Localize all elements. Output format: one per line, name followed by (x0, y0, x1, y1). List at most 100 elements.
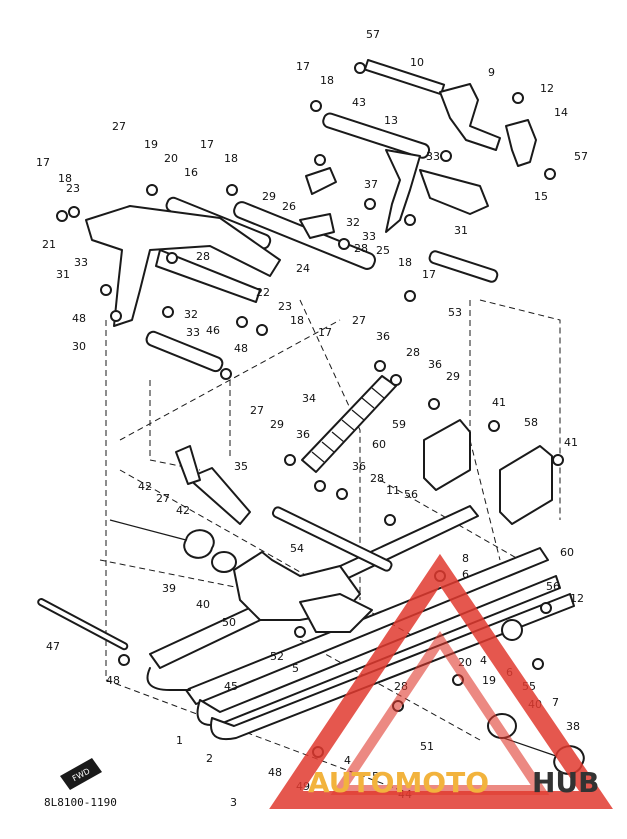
callout-56b: 56 (546, 580, 560, 593)
callout-18b: 18 (224, 152, 238, 165)
callout-27: 27 (112, 120, 126, 133)
callout-47: 47 (46, 640, 60, 653)
callout-18e: 18 (290, 314, 304, 327)
watermark-brand-b: HUB (532, 766, 600, 799)
callout-17d: 17 (422, 268, 436, 281)
watermark-triangle-icon (269, 553, 613, 809)
callout-23: 23 (66, 182, 80, 195)
callout-27d: 27 (156, 492, 170, 505)
callout-57: 57 (366, 28, 380, 41)
callout-32: 32 (346, 216, 360, 229)
callout-38: 38 (566, 720, 580, 733)
callout-7: 7 (552, 696, 559, 709)
callout-56: 56 (404, 488, 418, 501)
callout-2: 2 (206, 752, 213, 765)
callout-18d: 18 (398, 256, 412, 269)
callout-13: 13 (384, 114, 398, 127)
callout-12: 12 (540, 82, 554, 95)
callout-24: 24 (296, 262, 310, 275)
callout-42b: 42 (176, 504, 190, 517)
callout-48b: 48 (234, 342, 248, 355)
callout-31b: 31 (56, 268, 70, 281)
callout-12b: 12 (570, 592, 584, 605)
callout-25: 25 (376, 244, 390, 257)
callout-10: 10 (410, 56, 424, 69)
callout-3: 3 (230, 796, 237, 809)
callout-54: 54 (290, 542, 304, 555)
bracket-58 (499, 445, 553, 525)
shaft-53 (428, 250, 499, 283)
callout-35: 35 (234, 460, 248, 473)
callout-36b: 36 (376, 330, 390, 343)
callout-32b: 32 (184, 308, 198, 321)
callout-23b: 23 (278, 300, 292, 313)
callout-48: 48 (72, 312, 86, 325)
callout-52: 52 (270, 650, 284, 663)
callout-numbers: 57 10 9 17 18 12 14 43 13 27 19 20 17 18… (36, 28, 588, 809)
callout-20: 20 (164, 152, 178, 165)
callout-5b: 5 (372, 770, 379, 783)
callout-11: 11 (386, 484, 400, 497)
rear-brackets (423, 419, 553, 525)
watermark: AUTOMOTO HUB (269, 553, 613, 809)
callout-46: 46 (206, 324, 220, 337)
callout-28c: 29 (446, 370, 460, 383)
callout-8: 8 (462, 552, 469, 565)
arm-22 (155, 249, 261, 303)
callout-18c: 18 (58, 172, 72, 185)
fwd-arrow-icon: FWD (60, 758, 102, 790)
callout-41: 41 (492, 396, 506, 409)
shaft-43 (322, 112, 431, 159)
lower-arm-assembly (37, 506, 393, 651)
callout-50: 50 (222, 616, 236, 629)
fasteners (56, 62, 564, 758)
callout-59: 59 (392, 418, 406, 431)
callout-33d: 33 (186, 326, 200, 339)
callout-34: 34 (302, 392, 316, 405)
shaft-46 (145, 330, 224, 373)
bracket-26 (305, 167, 337, 195)
bolt-47 (37, 598, 129, 651)
callout-30: 30 (72, 340, 86, 353)
callout-19b: 19 (482, 674, 496, 687)
callout-22: 22 (256, 286, 270, 299)
callout-15: 15 (534, 190, 548, 203)
callout-43: 43 (352, 96, 366, 109)
bracket-59 (423, 419, 471, 491)
shock-35 (187, 467, 251, 525)
callout-17c: 17 (36, 156, 50, 169)
callout-57b: 57 (574, 150, 588, 163)
callout-40: 40 (196, 598, 210, 611)
callout-28b: 28 (354, 242, 368, 255)
callout-29: 29 (262, 190, 276, 203)
callout-16: 16 (184, 166, 198, 179)
arm-37 (385, 149, 421, 233)
callout-27c: 27 (250, 404, 264, 417)
callout-27b: 27 (352, 314, 366, 327)
callout-17: 17 (296, 60, 310, 73)
wheels (211, 551, 523, 739)
callout-9: 9 (488, 66, 495, 79)
wheel-40-left (211, 551, 237, 573)
bolt-54 (271, 506, 393, 572)
callout-42: 42 (138, 480, 152, 493)
callout-48c: 48 (106, 674, 120, 687)
callout-4: 4 (480, 654, 487, 667)
callout-51: 51 (420, 740, 434, 753)
callout-53: 53 (448, 306, 462, 319)
bracket-14 (505, 119, 537, 167)
shock-34 (301, 375, 397, 473)
upper-arm-assemblies (85, 83, 537, 327)
shock-absorbers (175, 375, 397, 525)
callout-29b: 36 (428, 358, 442, 371)
callout-60b: 60 (560, 546, 574, 559)
callout-5: 5 (292, 662, 299, 675)
frame-21 (85, 205, 281, 327)
callout-28d: 28 (370, 472, 384, 485)
callout-48d: 48 (268, 766, 282, 779)
shaft-10 (363, 59, 446, 96)
callout-21: 21 (42, 238, 56, 251)
callout-28: 28 (196, 250, 210, 263)
callout-19: 19 (144, 138, 158, 151)
